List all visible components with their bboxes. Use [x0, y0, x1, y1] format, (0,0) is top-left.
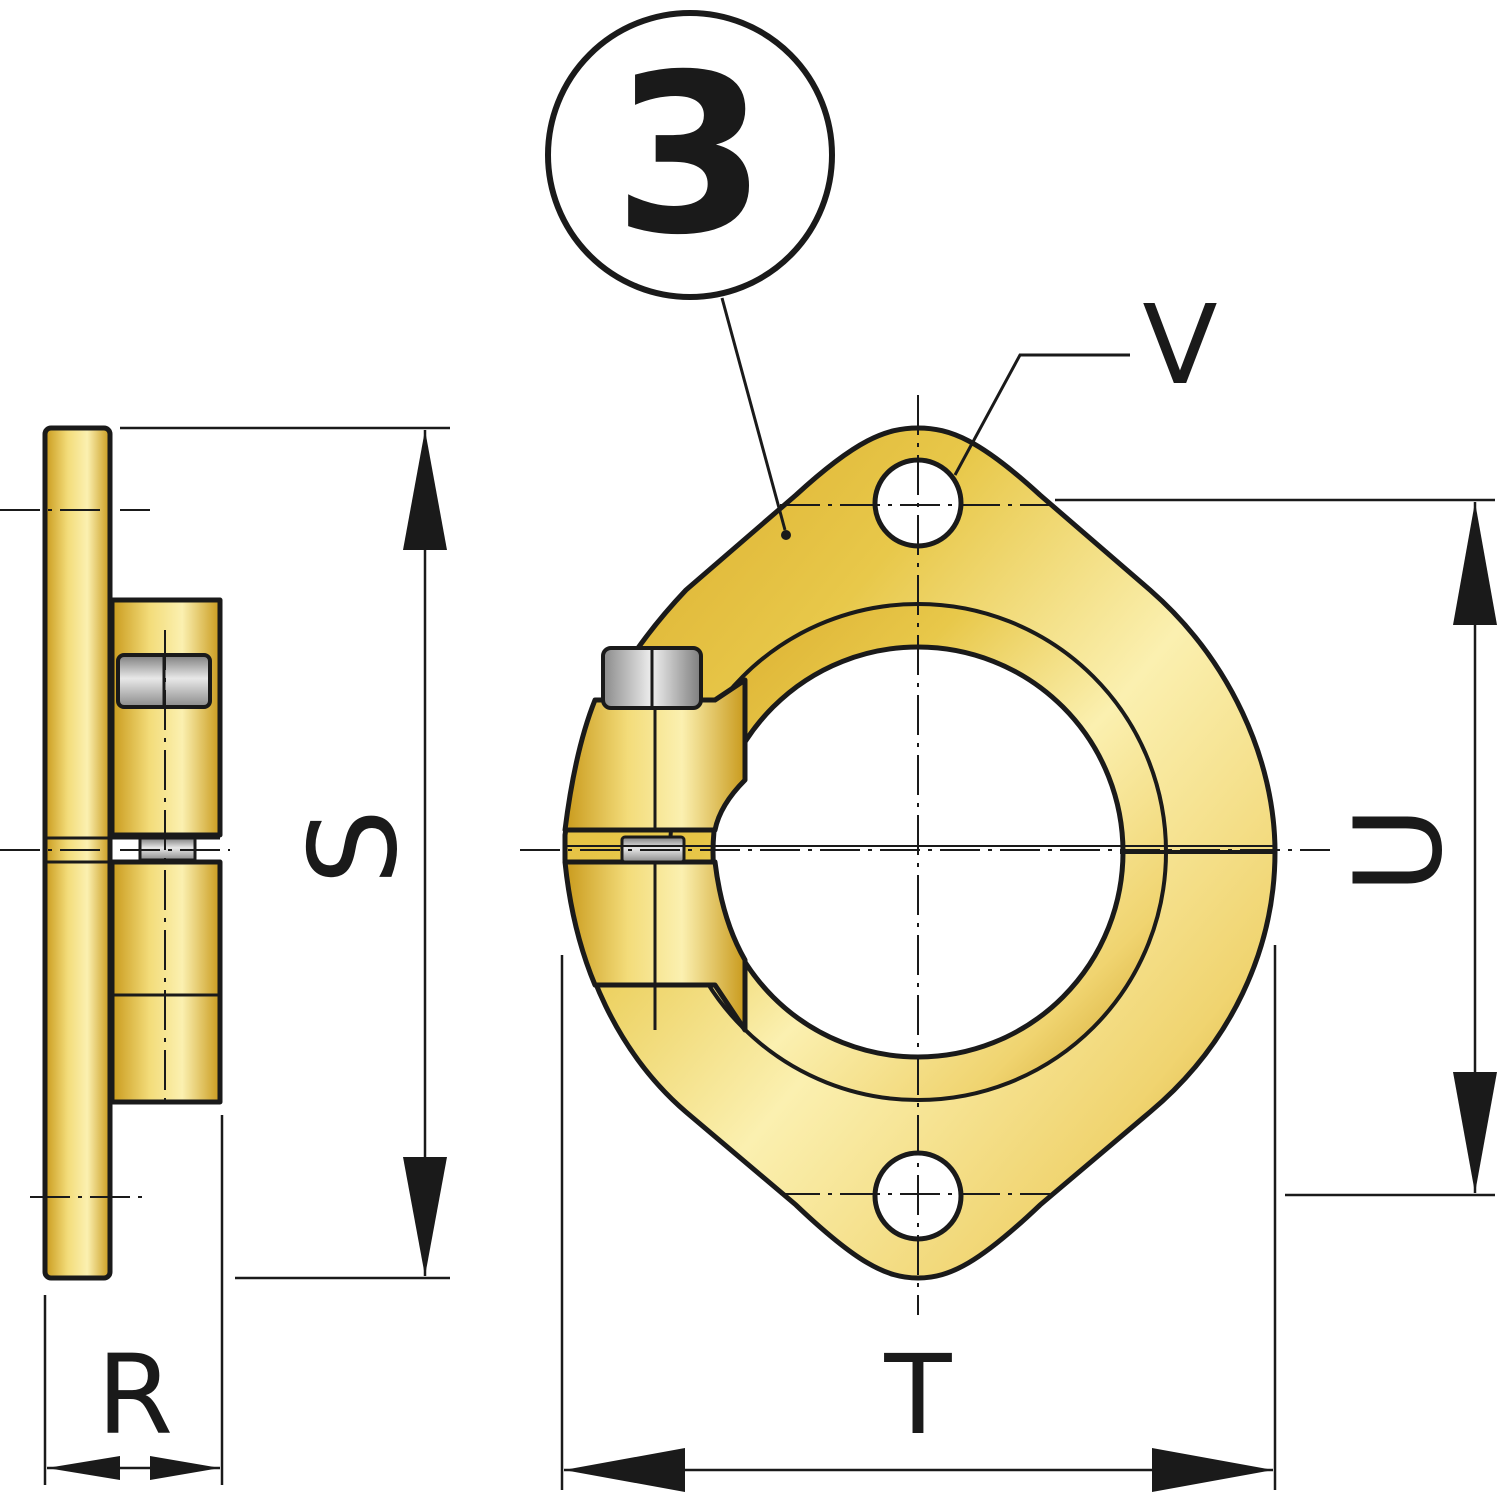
dimension-u-arrow-top: [1453, 502, 1497, 625]
part-callout-number: 3: [613, 27, 766, 283]
dimension-s-label: S: [286, 809, 425, 885]
part-callout-circle: [545, 10, 835, 300]
dimension-r-arrow-left: [47, 1456, 120, 1480]
dimension-t-arrow-right: [1152, 1448, 1273, 1492]
dimension-s-arrow-top: [403, 430, 447, 550]
dimension-u-arrow-bottom: [1453, 1072, 1497, 1193]
dimension-r-arrow-right: [150, 1456, 220, 1480]
dimension-r: R: [43, 1115, 224, 1485]
dimension-s: S: [120, 426, 450, 1280]
dimension-t-arrow-left: [564, 1448, 685, 1492]
dimension-v: V: [953, 281, 1218, 476]
dimension-t-label: T: [883, 1331, 952, 1459]
side-view: [0, 425, 230, 1281]
part-callout: 3: [545, 10, 835, 540]
dimension-t: T: [560, 945, 1277, 1492]
dimension-s-arrow-bottom: [403, 1157, 447, 1276]
front-view: [520, 395, 1330, 1315]
dimension-r-label: R: [97, 1331, 173, 1459]
side-view-plate: [42, 425, 113, 1281]
dimension-u-label: U: [1331, 806, 1470, 894]
dimension-v-label: V: [1142, 281, 1217, 409]
dimension-u: U: [1055, 498, 1497, 1197]
